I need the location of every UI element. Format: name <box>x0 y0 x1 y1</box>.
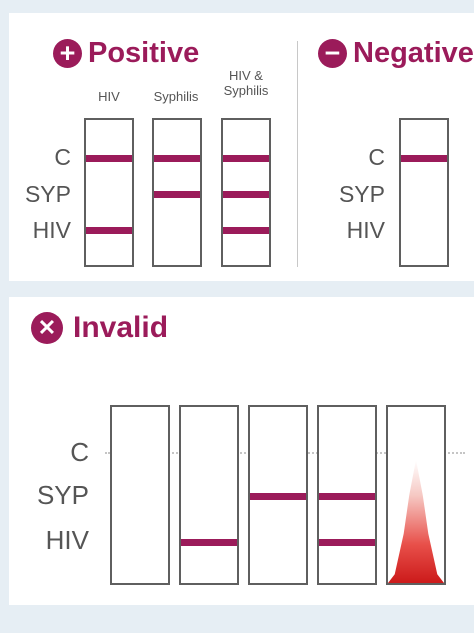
row-label-hiv: HIV <box>346 217 385 243</box>
row-label-c: C <box>368 144 385 170</box>
row-label-hiv: HIV <box>32 217 71 243</box>
test-strip-positive-hiv <box>84 118 134 267</box>
test-strip-negative <box>399 118 449 267</box>
results-panel-bottom: ✕ Invalid C SYP HIV <box>9 297 474 605</box>
row-label-hiv: HIV <box>45 525 89 555</box>
test-strip-positive-syphilis <box>152 118 202 267</box>
plus-circle-icon: + <box>53 38 82 68</box>
positive-heading: + Positive <box>53 37 199 70</box>
control-band <box>401 155 447 162</box>
row-label-c: C <box>54 144 71 170</box>
syp-band <box>250 493 306 500</box>
test-strip-invalid-syp-hiv <box>317 405 377 585</box>
results-panel-top: + Positive HIV Syphilis HIV & Syphilis C… <box>9 13 474 281</box>
syp-band <box>319 493 375 500</box>
control-band <box>154 155 200 162</box>
test-strip-invalid-syp-only <box>248 405 308 585</box>
column-label-line: HIV <box>98 89 120 104</box>
column-label-line: HIV & <box>229 68 263 83</box>
minus-circle-icon: − <box>318 38 347 68</box>
test-strip-invalid-smear <box>386 405 446 585</box>
hiv-band <box>86 227 132 234</box>
column-label-line: Syphilis <box>223 83 269 98</box>
positive-title: Positive <box>88 37 200 69</box>
column-label-syphilis: Syphilis <box>141 89 211 104</box>
row-label-c: C <box>70 437 89 467</box>
invalid-heading: ✕ Invalid <box>31 311 168 345</box>
control-band <box>86 155 132 162</box>
row-label-syp: SYP <box>36 480 89 510</box>
hiv-band <box>181 539 237 546</box>
negative-title: Negative <box>353 37 474 69</box>
column-label-hiv-syphilis: HIV & Syphilis <box>211 68 281 98</box>
hiv-band <box>319 539 375 546</box>
column-label-hiv: HIV <box>74 89 144 104</box>
section-divider <box>297 41 298 267</box>
test-strip-invalid-blank <box>110 405 170 585</box>
syp-band <box>223 191 269 198</box>
negative-heading: − Negative <box>318 37 474 70</box>
row-label-syp: SYP <box>338 181 385 207</box>
row-label-syp: SYP <box>24 181 71 207</box>
red-smear <box>388 459 444 583</box>
syp-band <box>154 191 200 198</box>
control-band <box>223 155 269 162</box>
x-circle-icon: ✕ <box>31 312 63 344</box>
test-strip-positive-hiv-syphilis <box>221 118 271 267</box>
test-strip-invalid-hiv-only <box>179 405 239 585</box>
invalid-title: Invalid <box>73 311 169 344</box>
hiv-band <box>223 227 269 234</box>
column-label-line: Syphilis <box>153 89 199 104</box>
